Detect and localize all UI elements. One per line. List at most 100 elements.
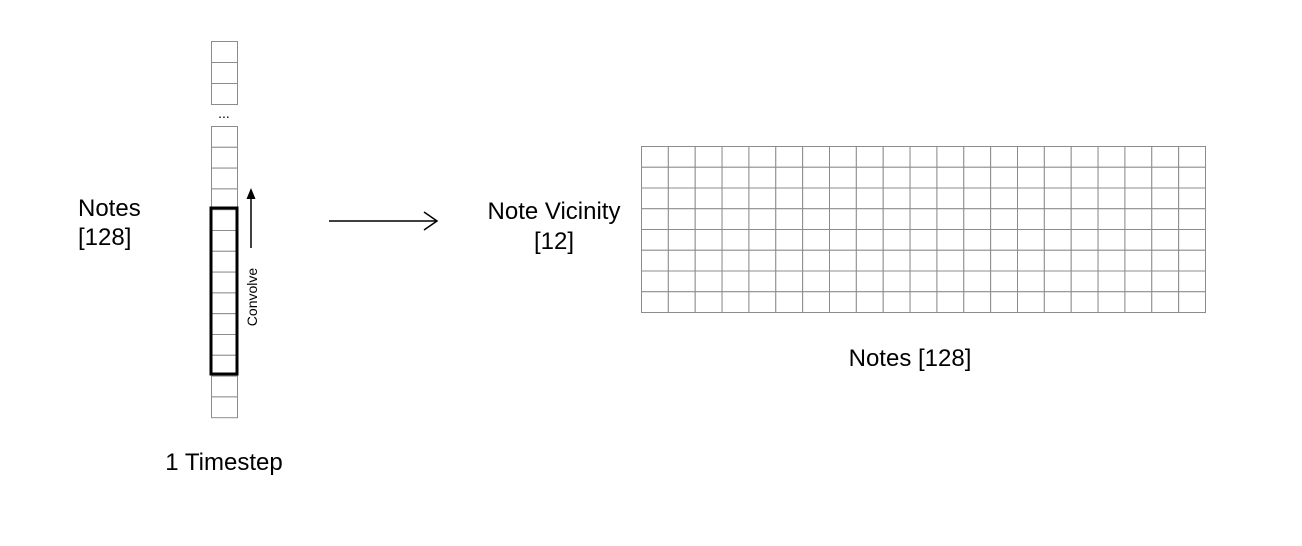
- grid-cell: [802, 229, 831, 251]
- grid-cell: [990, 187, 1019, 210]
- grid-cell: [667, 187, 696, 210]
- grid-cell: [829, 291, 857, 313]
- grid-cell: [1124, 146, 1153, 168]
- grid-cell: [1151, 229, 1180, 251]
- grid-cell: [882, 187, 911, 210]
- grid-cell: [802, 291, 831, 313]
- grid-cell: [990, 146, 1019, 168]
- grid-cell: [909, 291, 938, 313]
- grid-cell: [1124, 208, 1153, 230]
- column-cell: [211, 146, 238, 169]
- grid-cell: [1151, 249, 1180, 272]
- grid-cell: [855, 249, 884, 272]
- grid-cell: [990, 270, 1019, 293]
- grid-cell: [721, 249, 750, 272]
- grid-cell: [1178, 166, 1206, 189]
- grid-cell: [1124, 291, 1153, 313]
- grid-cell: [1097, 146, 1126, 168]
- grid-cell: [1017, 249, 1045, 272]
- grid-cell: [721, 229, 750, 251]
- grid-cell: [882, 146, 911, 168]
- grid-cell: [721, 166, 750, 189]
- grid-cell: [694, 208, 723, 230]
- grid-cell: [1178, 291, 1206, 313]
- grid-cell: [775, 208, 804, 230]
- grid-cell: [775, 166, 804, 189]
- grid-cell: [855, 270, 884, 293]
- grid-cell: [1017, 208, 1045, 230]
- column-top-cells: [211, 41, 238, 105]
- grid-cell: [936, 146, 965, 168]
- column-ellipsis: ...: [218, 105, 230, 121]
- grid-cell: [829, 270, 857, 293]
- grid-cell: [802, 208, 831, 230]
- column-cell: [211, 126, 238, 148]
- grid-cell: [748, 146, 777, 168]
- column-cell: [211, 292, 238, 315]
- grid-cell: [775, 249, 804, 272]
- grid-cell: [721, 291, 750, 313]
- grid-cell: [641, 166, 669, 189]
- grid-cell: [667, 146, 696, 168]
- grid-cell: [963, 208, 992, 230]
- grid-cell: [641, 270, 669, 293]
- grid-cell: [1151, 146, 1180, 168]
- grid-cell: [775, 270, 804, 293]
- grid-cell: [963, 270, 992, 293]
- grid-cell: [802, 187, 831, 210]
- grid-cell: [855, 291, 884, 313]
- grid-cell: [748, 166, 777, 189]
- grid-cell: [990, 229, 1019, 251]
- note-vicinity-label-line2: [12]: [534, 228, 574, 255]
- grid-cell: [667, 166, 696, 189]
- grid-cell: [882, 249, 911, 272]
- grid-cell: [694, 146, 723, 168]
- grid-cell: [829, 229, 857, 251]
- grid-cell: [909, 229, 938, 251]
- grid-cell: [1124, 166, 1153, 189]
- convolve-label: Convolve: [244, 268, 260, 327]
- grid-cell: [963, 291, 992, 313]
- column-cell: [211, 375, 238, 398]
- grid-cell: [721, 208, 750, 230]
- grid-cell: [748, 249, 777, 272]
- grid-x-axis-label: Notes [128]: [849, 345, 972, 372]
- grid-cell: [775, 229, 804, 251]
- grid-cell: [936, 187, 965, 210]
- grid-cell: [694, 249, 723, 272]
- grid-cell: [1043, 270, 1072, 293]
- grid-cell: [1151, 270, 1180, 293]
- grid-cell: [909, 146, 938, 168]
- column-cell: [211, 230, 238, 252]
- column-cell: [211, 62, 238, 84]
- column-cell: [211, 209, 238, 231]
- grid-cell: [963, 166, 992, 189]
- grid-cell: [1043, 229, 1072, 251]
- grid-cell: [1070, 291, 1099, 313]
- grid-cell: [667, 208, 696, 230]
- grid-cell: [909, 208, 938, 230]
- grid-cell: [829, 166, 857, 189]
- grid-cell: [641, 291, 669, 313]
- grid-cell: [1043, 291, 1072, 313]
- grid-cell: [802, 146, 831, 168]
- grid-cell: [1017, 229, 1045, 251]
- grid-cell: [802, 270, 831, 293]
- convolve-arrow: [246, 188, 256, 248]
- grid-cell: [667, 291, 696, 313]
- grid-cell: [1151, 291, 1180, 313]
- grid-cell: [882, 208, 911, 230]
- grid-cell: [1178, 208, 1206, 230]
- grid-cell: [721, 187, 750, 210]
- feature-grid: [641, 146, 1206, 313]
- grid-cell: [936, 249, 965, 272]
- grid-cell: [1043, 249, 1072, 272]
- grid-cell: [1151, 166, 1180, 189]
- column-cell: [211, 396, 238, 419]
- grid-cell: [1097, 208, 1126, 230]
- grid-cell: [694, 270, 723, 293]
- notes-axis-label-line2: [128]: [78, 224, 131, 251]
- grid-cell: [963, 249, 992, 272]
- grid-cell: [855, 229, 884, 251]
- column-cell: [211, 41, 238, 63]
